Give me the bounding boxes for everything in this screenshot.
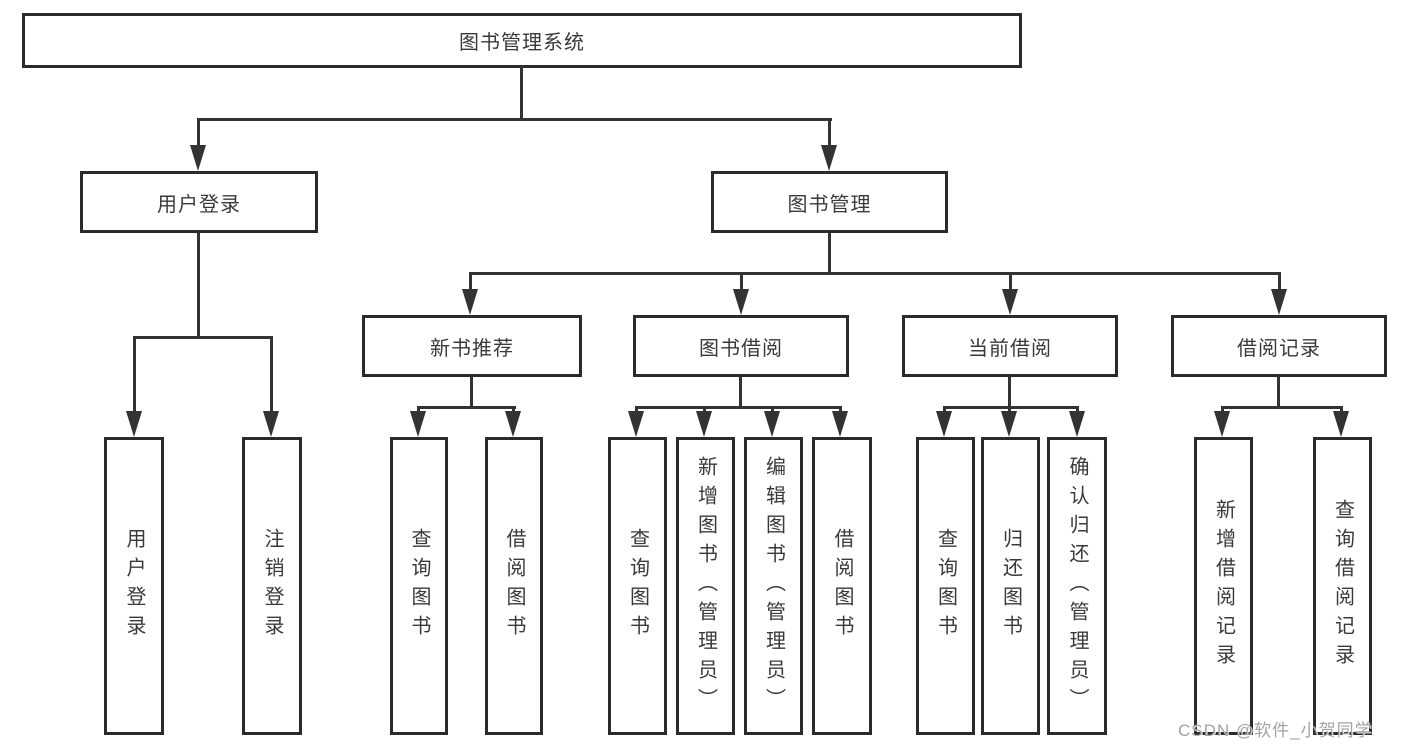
node-label: 注销登录: [261, 528, 283, 644]
connector-line: [839, 406, 842, 414]
connector-line: [520, 66, 523, 120]
connector-line: [771, 406, 774, 414]
node-label: 用户登录: [123, 528, 145, 644]
node-label: 借阅图书: [503, 528, 525, 644]
node-label: 新增图书（管理员）: [694, 455, 717, 717]
node-current-query-books: 查询图书: [916, 437, 975, 735]
arrow-down-icon: [764, 411, 780, 437]
connector-line: [1277, 377, 1280, 409]
node-label: 查询图书: [934, 528, 957, 644]
node-new-book-recommendation: 新书推荐: [362, 315, 582, 377]
node-current-borrowing: 当前借阅: [902, 315, 1118, 377]
arrow-down-icon: [696, 411, 712, 437]
connector-line: [739, 377, 742, 409]
node-user-login-group: 用户登录: [80, 171, 318, 233]
connector-line: [270, 336, 273, 412]
node-edit-books-admin: 编辑图书（管理员）: [744, 437, 803, 735]
arrow-down-icon: [263, 411, 279, 437]
arrow-down-icon: [505, 411, 521, 437]
node-rec-borrow-books: 借阅图书: [485, 437, 543, 735]
connector-line: [1008, 377, 1011, 409]
connector-line: [417, 406, 516, 409]
arrow-down-icon: [1333, 411, 1349, 437]
node-query-borrow-record: 查询借阅记录: [1313, 437, 1372, 735]
arrow-down-icon: [410, 411, 426, 437]
connector-line: [943, 406, 1079, 409]
arrow-down-icon: [1002, 289, 1018, 315]
connector-line: [469, 272, 1281, 275]
connector-line: [1008, 406, 1011, 414]
node-borrow-query-books: 查询图书: [608, 437, 667, 735]
connector-line: [197, 118, 832, 121]
node-label: 图书管理系统: [459, 32, 585, 54]
node-confirm-return-admin: 确认归还（管理员）: [1047, 437, 1107, 735]
node-add-borrow-record: 新增借阅记录: [1194, 437, 1253, 735]
connector-line: [1221, 406, 1224, 414]
arrow-down-icon: [1069, 411, 1085, 437]
node-label: 新增借阅记录: [1212, 499, 1235, 673]
arrow-down-icon: [190, 145, 206, 171]
node-book-borrowing: 图书借阅: [633, 315, 849, 377]
node-label: 图书借阅: [699, 337, 783, 360]
connector-line: [470, 377, 473, 409]
node-borrowing-records: 借阅记录: [1171, 315, 1387, 377]
node-label: 归还图书: [999, 528, 1022, 644]
node-label: 当前借阅: [968, 337, 1052, 360]
node-label: 用户登录: [157, 193, 241, 216]
connector-line: [197, 233, 200, 338]
csdn-watermark: CSDN @软件_小贺同学: [1178, 721, 1373, 740]
node-label: 查询图书: [626, 528, 649, 644]
arrow-down-icon: [1001, 411, 1017, 437]
node-label: 图书管理: [787, 193, 872, 216]
node-label: 确认归还（管理员）: [1066, 455, 1088, 717]
node-label: 借阅图书: [831, 528, 853, 644]
node-rec-query-books: 查询图书: [390, 437, 448, 735]
node-add-books-admin: 新增图书（管理员）: [676, 437, 735, 735]
connector-line: [512, 406, 515, 414]
connector-line: [703, 406, 706, 414]
node-label: 借阅记录: [1237, 337, 1321, 360]
node-user-login: 用户登录: [104, 437, 164, 735]
connector-line: [1076, 406, 1079, 414]
connector-line: [417, 406, 420, 414]
connector-line: [197, 118, 200, 147]
connector-line: [133, 336, 136, 412]
node-book-management: 图书管理: [711, 171, 948, 233]
arrow-down-icon: [832, 411, 848, 437]
node-label: 编辑图书（管理员）: [762, 455, 785, 717]
arrow-down-icon: [821, 145, 837, 171]
arrow-down-icon: [1271, 289, 1287, 315]
connector-line: [1340, 406, 1343, 414]
arrow-down-icon: [733, 289, 749, 315]
node-label: 新书推荐: [430, 337, 514, 360]
connector-line: [828, 233, 831, 275]
connector-line: [635, 406, 638, 414]
arrow-down-icon: [1214, 411, 1230, 437]
connector-line: [943, 406, 946, 414]
arrow-down-icon: [126, 411, 142, 437]
node-label: 查询借阅记录: [1331, 499, 1354, 673]
node-library-management-system: 图书管理系统: [22, 13, 1022, 68]
connector-line: [133, 336, 273, 339]
connector-line: [635, 406, 842, 409]
node-borrow-books: 借阅图书: [812, 437, 872, 735]
node-label: 查询图书: [408, 528, 430, 644]
node-return-books: 归还图书: [981, 437, 1040, 735]
connector-line: [469, 272, 472, 291]
connector-line: [1221, 406, 1343, 409]
connector-line: [1009, 272, 1012, 291]
arrow-down-icon: [628, 411, 644, 437]
connector-line: [828, 118, 831, 147]
connector-line: [740, 272, 743, 291]
arrow-down-icon: [936, 411, 952, 437]
connector-line: [1278, 272, 1281, 291]
arrow-down-icon: [462, 289, 478, 315]
node-logout: 注销登录: [242, 437, 302, 735]
